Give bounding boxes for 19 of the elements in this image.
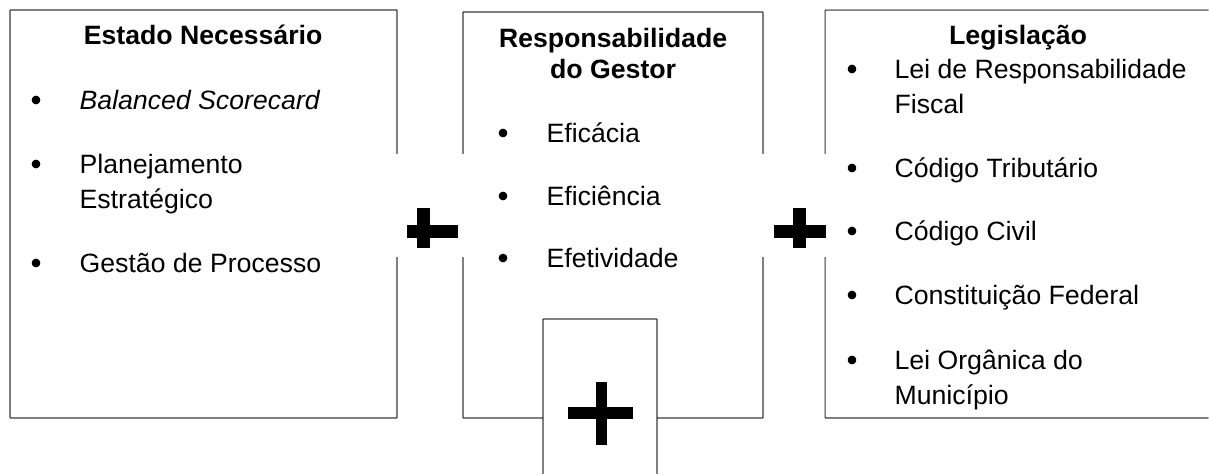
list-item: Gestão de Processo xyxy=(31,252,320,273)
list-item: Código Civil xyxy=(847,220,1035,246)
list-item: Lei Orgânica do Município xyxy=(847,349,1082,410)
text-box xyxy=(462,11,764,419)
list-item: Eficiência xyxy=(498,185,661,206)
plus-sign xyxy=(568,382,633,445)
list-item: Constituição Federal xyxy=(847,284,1138,310)
list-item: Lei de Responsabilidade Fiscal xyxy=(847,58,1186,114)
list-item: Eficácia xyxy=(498,122,640,143)
list-item: Planejamento Estratégico xyxy=(31,153,242,214)
list-item: Balanced Scorecard xyxy=(31,89,321,110)
box-heading: Legislação xyxy=(950,24,1086,50)
empty-box xyxy=(542,318,658,474)
box-heading: Estado Necessário xyxy=(85,24,322,45)
list-item: Efetividade xyxy=(498,247,678,268)
text-box xyxy=(9,9,398,419)
list-item: Código Tributário xyxy=(847,157,1097,183)
text-box xyxy=(824,9,1209,419)
box-heading: Responsabilidade do Gestor xyxy=(500,27,727,79)
